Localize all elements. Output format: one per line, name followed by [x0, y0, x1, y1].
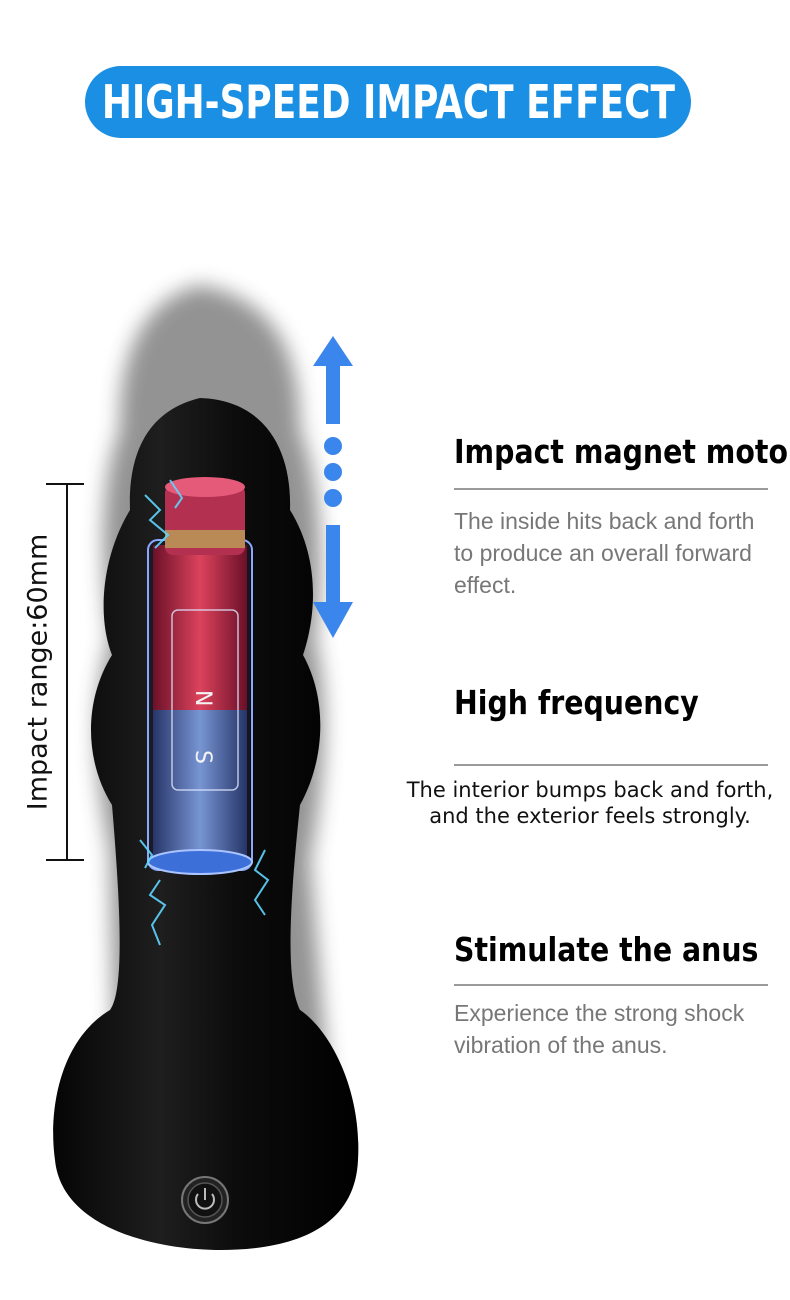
up-down-arrow-icon — [313, 336, 353, 638]
impact-range-text: Impact range:60mm — [22, 533, 54, 811]
feature-title-high-frequency: High frequency — [454, 683, 699, 722]
feature-desc-magnet-motor: The inside hits back and forth to produc… — [454, 508, 755, 598]
divider — [454, 488, 768, 490]
feature-title-stimulate: Stimulate the anus — [454, 930, 759, 969]
feature-desc-stimulate: Experience the strong shock vibration of… — [454, 1000, 745, 1058]
feature-title-magnet-motor: Impact magnet motor — [454, 432, 790, 471]
feature-desc-high-frequency: The interior bumps back and forth, and t… — [406, 778, 774, 828]
power-button-icon — [181, 1176, 229, 1224]
svg-text:N: N — [190, 690, 215, 706]
title-banner: HIGH-SPEED IMPACT EFFECT — [85, 66, 691, 138]
lightning-sparks — [139, 479, 270, 946]
magnet-cylinder: N S — [147, 477, 253, 875]
divider — [454, 984, 768, 986]
measurement-bracket — [46, 483, 84, 861]
banner-title: HIGH-SPEED IMPACT EFFECT — [101, 75, 675, 129]
svg-text:S: S — [190, 750, 215, 764]
divider — [454, 764, 768, 766]
